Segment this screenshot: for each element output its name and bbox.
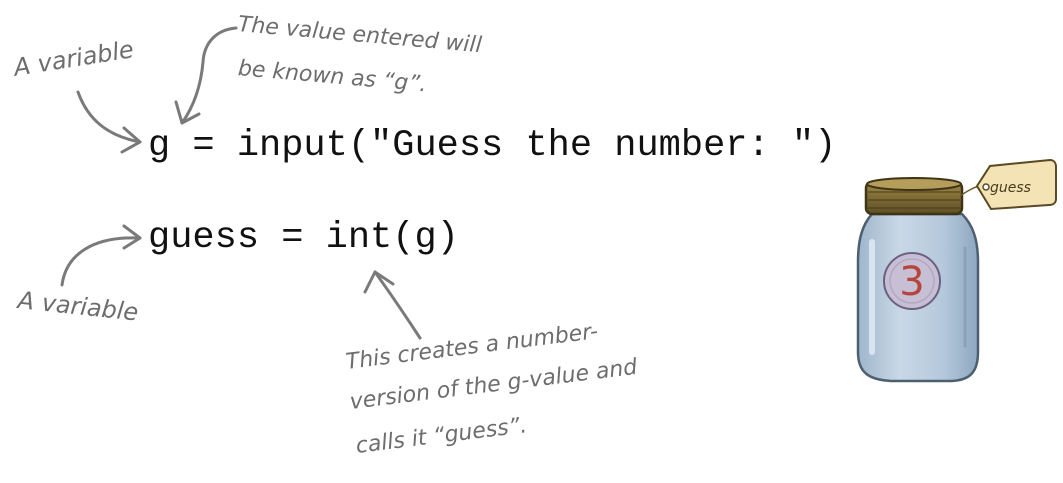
tag-label: guess [990, 180, 1031, 196]
code-line-input: g = input("Guess the number: ") [148, 125, 837, 167]
jar-lid [864, 177, 964, 216]
arrow-int-note [373, 270, 422, 340]
arrow-variable-bottom [60, 236, 142, 287]
arrow-value-note [180, 26, 238, 125]
arrow-variable-top [76, 90, 142, 144]
arrow-int-note-head [363, 270, 395, 294]
jar-value: 3 [899, 259, 924, 305]
arrow-variable-bottom-head [122, 224, 142, 250]
jar-value-disc [883, 252, 941, 310]
code-line-int: guess = int(g) [148, 217, 459, 259]
arrow-variable-top-head [120, 126, 142, 154]
arrow-value-note-head [174, 100, 201, 125]
tag-shape [975, 158, 1057, 211]
